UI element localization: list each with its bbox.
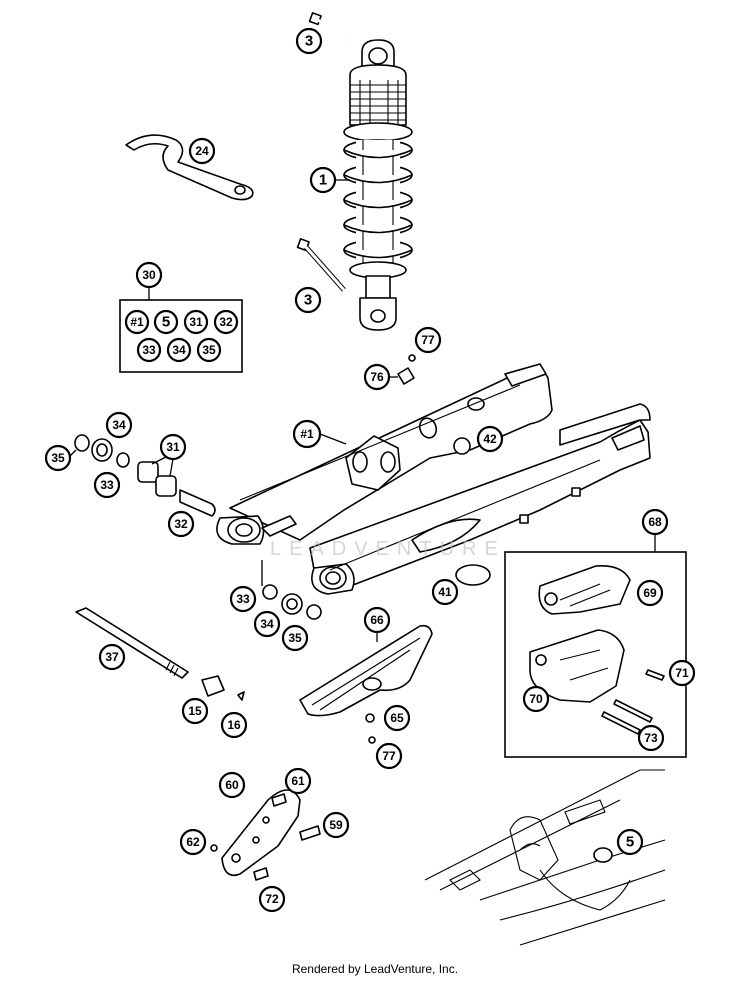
shock-absorber — [296, 12, 413, 331]
callout-77-top: 77 — [421, 333, 435, 347]
left-bearing-stack — [74, 434, 216, 517]
shock-spring — [343, 139, 413, 265]
callout-34-left: 34 — [112, 418, 126, 432]
bolt-71 — [645, 669, 665, 681]
kit-item-32: 32 — [219, 315, 233, 329]
lower-bolt — [296, 238, 346, 292]
callout-66: 66 — [370, 613, 384, 627]
chain-guide-lower — [529, 629, 625, 703]
callout-69: 69 — [643, 586, 657, 600]
callout-31: 31 — [166, 440, 180, 454]
lower-bearing-stack — [262, 584, 322, 620]
kit-item-33: 33 — [142, 343, 156, 357]
callout-42: 42 — [483, 432, 497, 446]
callout-1: 1 — [319, 172, 327, 189]
callout-24: 24 — [195, 144, 209, 158]
mounting-bracket — [210, 789, 321, 881]
callout-16: 16 — [227, 718, 241, 732]
callout-76: 76 — [370, 370, 384, 384]
callout-1-swingarm: #1 — [300, 427, 314, 441]
top-bolt — [308, 12, 349, 42]
callout-73: 73 — [644, 731, 658, 745]
hook-spanner-wrench — [125, 134, 254, 201]
callout-35-lower: 35 — [288, 631, 302, 645]
callout-30: 30 — [142, 268, 156, 282]
callout-60: 60 — [225, 778, 239, 792]
callout-5: 5 — [626, 834, 634, 851]
cap-part — [455, 564, 491, 586]
chain-slider — [299, 624, 433, 744]
callout-33-lower: 33 — [236, 592, 250, 606]
callout-34-lower: 34 — [260, 617, 274, 631]
clip-part — [397, 354, 416, 385]
pivot-axle — [75, 607, 245, 701]
callout-61: 61 — [291, 774, 305, 788]
callout-35-left: 35 — [51, 451, 65, 465]
chain-guide-upper — [538, 564, 631, 615]
callout-65: 65 — [390, 711, 404, 725]
swingarm-detail-view — [424, 769, 666, 946]
callout-72: 72 — [265, 892, 279, 906]
callout-70: 70 — [529, 692, 543, 706]
callout-62: 62 — [186, 835, 200, 849]
callout-71: 71 — [675, 666, 689, 680]
bolt-73b — [601, 711, 641, 735]
callout-68: 68 — [648, 515, 662, 529]
kit-item-35: 35 — [202, 343, 216, 357]
render-credit: Rendered by LeadVenture, Inc. — [291, 962, 459, 976]
callouts: 3 24 1 3 30 #1 5 31 32 33 34 35 77 76 — [44, 27, 696, 913]
callout-77-lower: 77 — [382, 749, 396, 763]
watermark: LEADVENTURE — [270, 538, 506, 560]
callout-59: 59 — [329, 818, 343, 832]
kit-item-34: 34 — [172, 343, 186, 357]
chain-guide-box — [504, 551, 687, 758]
callout-32: 32 — [174, 517, 188, 531]
bearing-kit-box — [119, 299, 243, 373]
kit-item-1: #1 — [130, 315, 144, 329]
swingarm — [216, 363, 651, 595]
callout-33-left: 33 — [100, 478, 114, 492]
callout-41: 41 — [438, 585, 452, 599]
bolt-73a — [613, 699, 653, 723]
kit-item-31: 31 — [189, 315, 203, 329]
callout-15: 15 — [188, 704, 202, 718]
callout-37: 37 — [105, 650, 119, 664]
callout-3-lower: 3 — [304, 292, 312, 309]
kit-item-5: 5 — [162, 314, 170, 331]
callout-3-top: 3 — [305, 33, 313, 50]
